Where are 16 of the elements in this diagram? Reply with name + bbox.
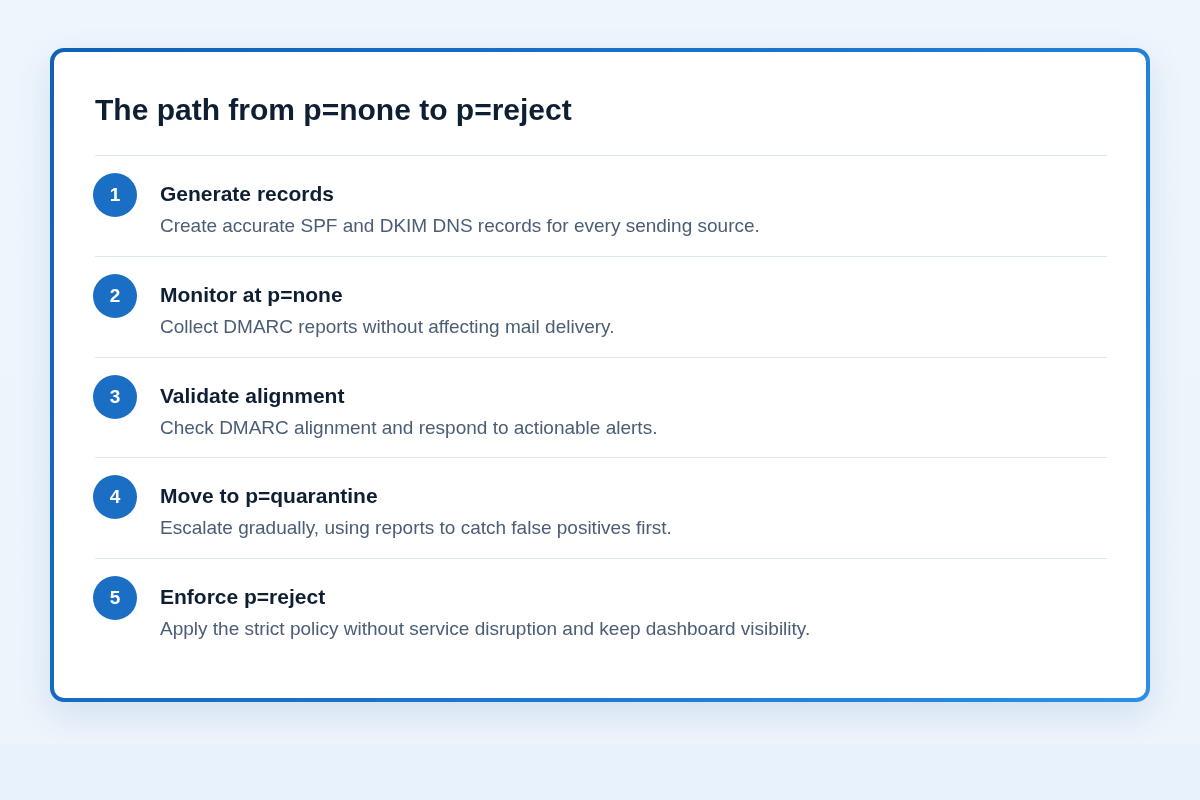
step-description: Create accurate SPF and DKIM DNS records for every sending source. — [160, 214, 760, 238]
step-heading: Validate alignment — [160, 382, 345, 409]
step-heading: Monitor at p=none — [160, 281, 343, 308]
step-number-circle: 5 — [93, 576, 137, 620]
step-description: Escalate gradually, using reports to catch false positives first. — [160, 516, 672, 541]
step-heading: Generate records — [160, 181, 334, 207]
step-description: Apply the strict policy without service disruption and keep dashboard visibility. — [160, 617, 811, 641]
step-heading: Enforce p=reject — [160, 584, 326, 610]
step-description: Collect DMARC reports without affecting mail delivery. — [160, 314, 615, 339]
card-title: The path from p=none to p=reject — [95, 92, 572, 128]
step-description: Check DMARC alignment and respond to actionable alerts. — [160, 415, 658, 440]
step-heading: Move to p=quarantine — [160, 483, 378, 510]
step-number-circle: 3 — [93, 374, 137, 419]
step-number-circle: 1 — [93, 173, 137, 217]
step-number-circle: 2 — [93, 273, 137, 318]
step-number-circle: 4 — [93, 475, 137, 520]
